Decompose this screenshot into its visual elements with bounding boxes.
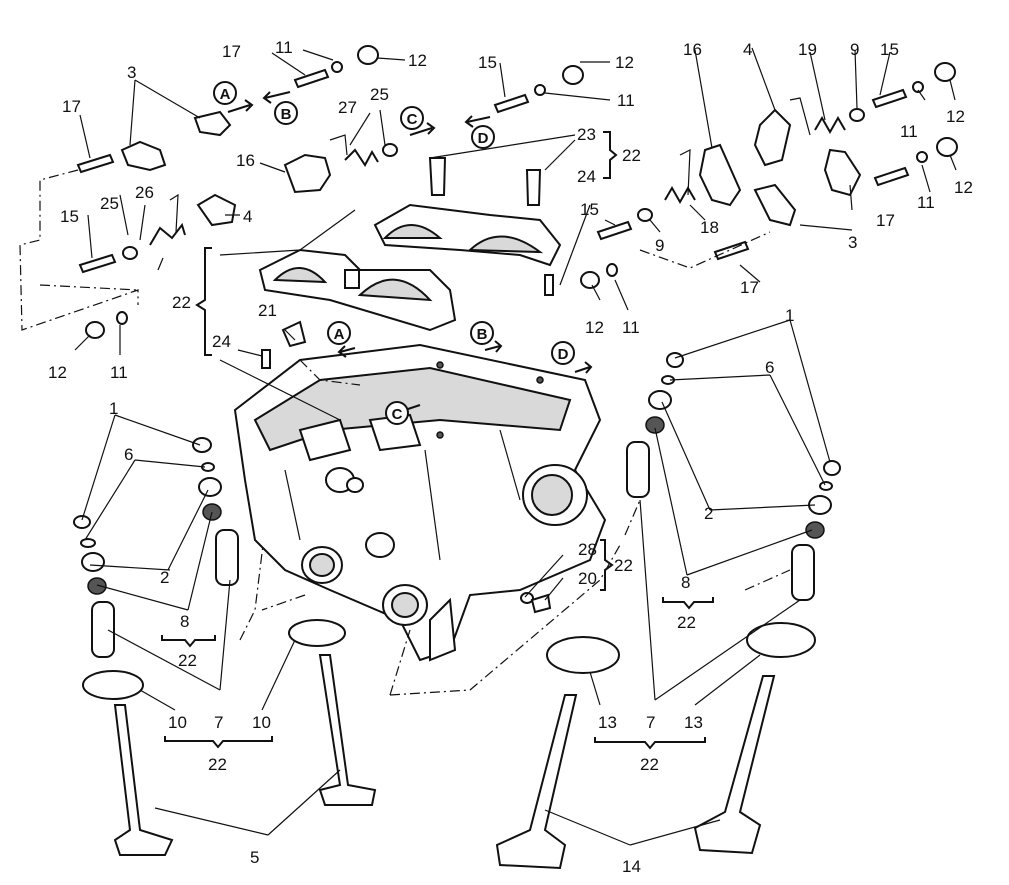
callout: 8 <box>681 573 690 592</box>
rocker-arm-4-left <box>196 193 237 227</box>
camshaft-cap-rear <box>373 203 562 267</box>
callout: 11 <box>110 363 128 382</box>
callout: 27 <box>338 98 357 117</box>
svg-text:A: A <box>334 326 345 343</box>
callout: 25 <box>100 194 119 213</box>
callout: 2 <box>704 504 713 523</box>
callout: 15 <box>580 200 599 219</box>
callout: 6 <box>765 358 774 377</box>
callout: 6 <box>124 445 133 464</box>
callout: 1 <box>785 306 794 325</box>
rocker-arm-16-left <box>283 153 332 194</box>
svg-text:B: B <box>281 106 292 123</box>
callout: 15 <box>880 40 899 59</box>
brackets <box>161 131 714 750</box>
svg-text:C: C <box>407 111 418 128</box>
svg-text:C: C <box>392 406 403 423</box>
callout: 16 <box>683 40 702 59</box>
callout: 1 <box>109 399 118 418</box>
callout: 12 <box>946 107 965 126</box>
cylinder-head <box>233 343 607 662</box>
callout: 26 <box>135 183 154 202</box>
callout: 15 <box>478 53 497 72</box>
callout: 28 <box>578 540 597 559</box>
callout: 17 <box>740 278 759 297</box>
callout: 12 <box>954 178 973 197</box>
callout: 17 <box>62 97 81 116</box>
callout: 7 <box>214 713 223 732</box>
callout: 11 <box>900 122 918 141</box>
rocker-shafts <box>76 68 910 274</box>
callout: 4 <box>743 40 752 59</box>
callout: 10 <box>168 713 187 732</box>
callout: 18 <box>700 218 719 237</box>
callout: 22 <box>677 613 696 632</box>
part-callouts: 17 11 12 15 12 11 16 4 19 9 15 3 17 27 2… <box>48 38 973 876</box>
svg-text:A: A <box>220 86 231 103</box>
circled-letter-markers: A B C D A B C D <box>213 81 575 425</box>
callout: 23 <box>577 125 596 144</box>
callout: 22 <box>640 755 659 774</box>
callout: 24 <box>577 167 596 186</box>
svg-text:D: D <box>478 130 489 147</box>
rocker-arm-3-right <box>753 148 862 227</box>
callout: 14 <box>622 857 641 876</box>
circled-letter-c-top: C <box>400 106 424 130</box>
rocker-arm-3-left <box>120 110 232 172</box>
callout: 3 <box>848 233 857 252</box>
plugs-and-washers <box>85 45 958 614</box>
springs-and-caps <box>122 97 865 271</box>
circled-letter-a-top: A <box>213 81 237 105</box>
callout: 11 <box>617 91 635 110</box>
callout: 22 <box>622 146 641 165</box>
callout: 11 <box>917 193 935 212</box>
callout: 20 <box>578 569 597 588</box>
callout: 25 <box>370 85 389 104</box>
callout: 21 <box>258 301 277 320</box>
callout: 8 <box>180 612 189 631</box>
callout: 12 <box>408 51 427 70</box>
callout: 15 <box>60 207 79 226</box>
rocker-arm-4-right <box>753 108 792 167</box>
callout: 17 <box>876 211 895 230</box>
circled-letter-b-head: B <box>470 321 494 345</box>
callout: 22 <box>172 293 191 312</box>
callout: 22 <box>614 556 633 575</box>
callout: 11 <box>275 38 293 57</box>
circled-letter-d-head: D <box>551 341 575 365</box>
camshaft-cap-front <box>258 248 457 332</box>
valve-components-right <box>495 352 841 870</box>
callout: 12 <box>585 318 604 337</box>
circled-letter-d-top: D <box>471 125 495 149</box>
assembly-lines <box>19 169 791 696</box>
callout: 4 <box>243 207 252 226</box>
callout: 12 <box>615 53 634 72</box>
callout: 19 <box>798 40 817 59</box>
callout: 2 <box>160 568 169 587</box>
callout: 22 <box>208 755 227 774</box>
callout: 5 <box>250 848 259 867</box>
callout: 9 <box>655 236 664 255</box>
leader-lines <box>74 47 957 846</box>
callout: 12 <box>48 363 67 382</box>
svg-text:B: B <box>477 326 488 343</box>
callout: 11 <box>622 318 640 337</box>
callout: 13 <box>684 713 703 732</box>
callout: 10 <box>252 713 271 732</box>
rocker-arm-16-right <box>698 143 742 207</box>
callout: 13 <box>598 713 617 732</box>
circled-letter-b-top: B <box>274 101 298 125</box>
callout: 7 <box>646 713 655 732</box>
callout: 9 <box>850 40 859 59</box>
circled-letter-c-head: C <box>385 401 409 425</box>
callout: 3 <box>127 63 136 82</box>
callout: 22 <box>178 651 197 670</box>
callout: 24 <box>212 332 231 351</box>
callout: 17 <box>222 42 241 61</box>
svg-text:D: D <box>558 346 569 363</box>
callout: 16 <box>236 151 255 170</box>
circled-letter-a-head: A <box>327 321 351 345</box>
